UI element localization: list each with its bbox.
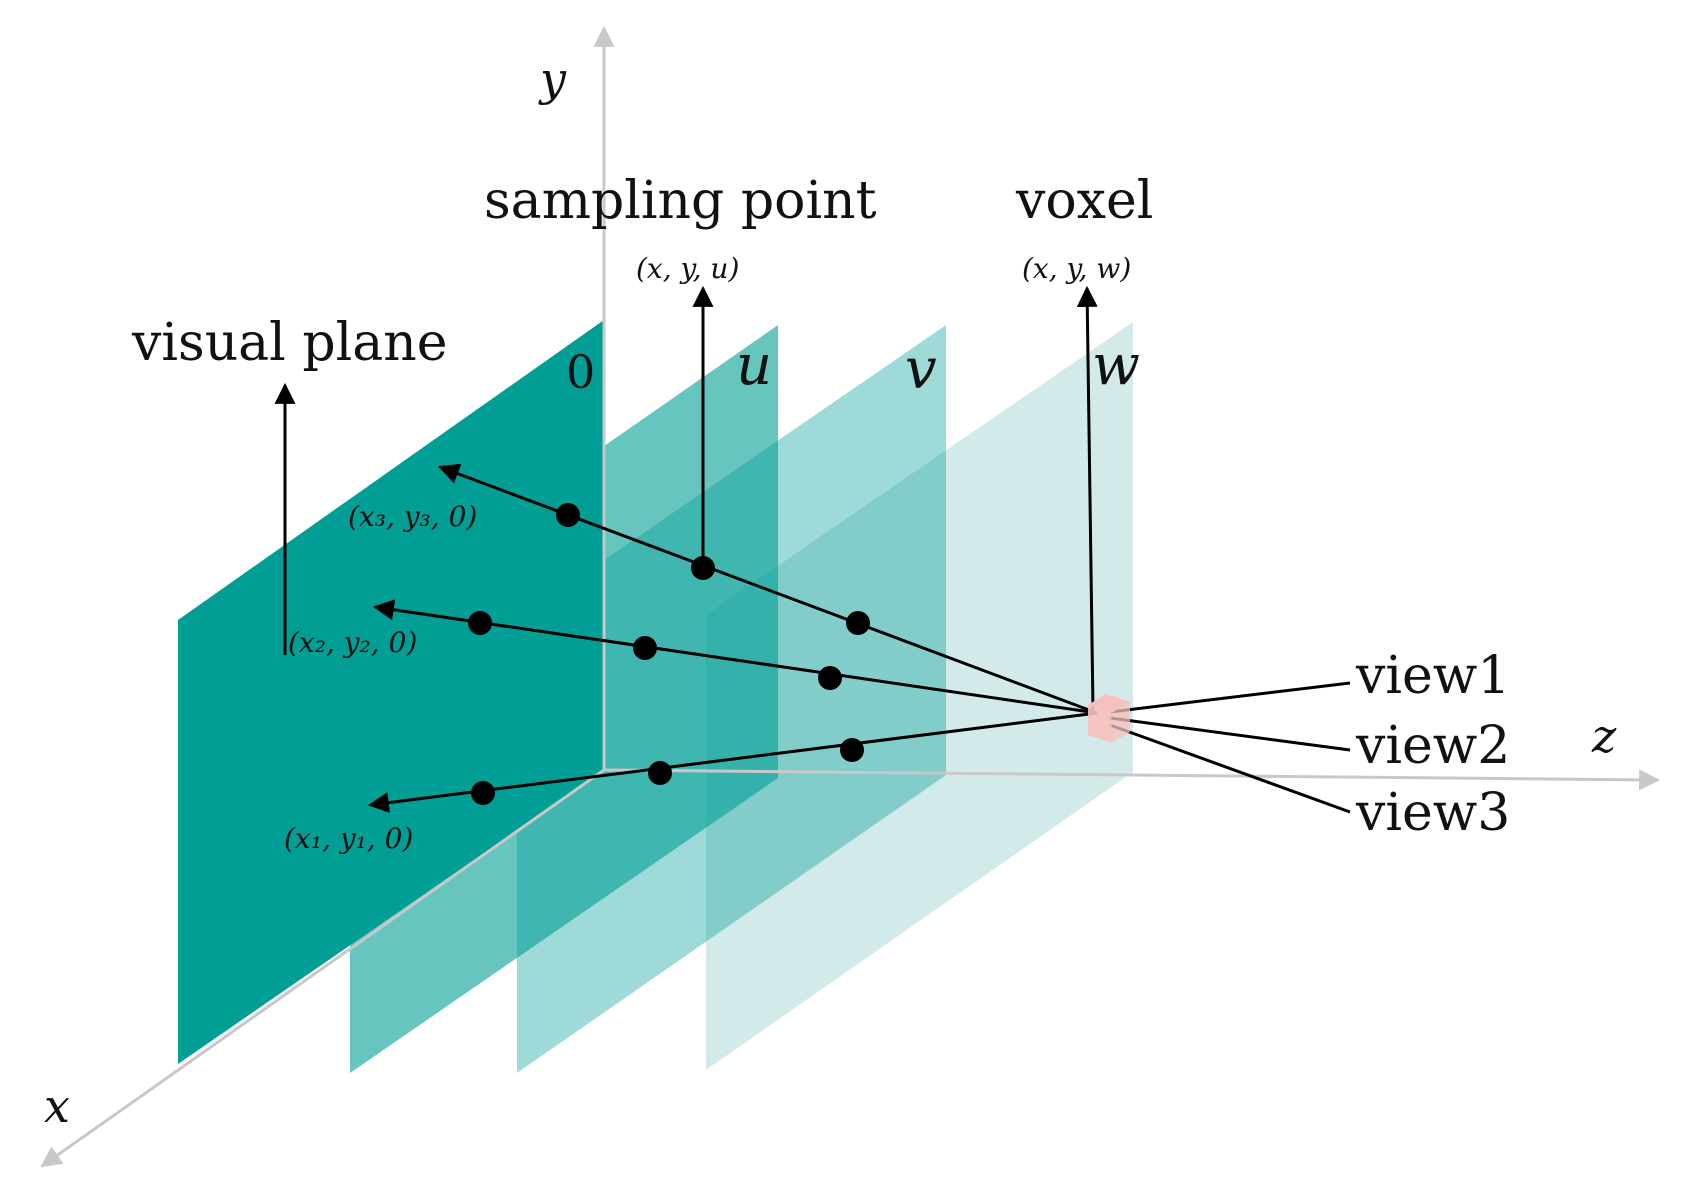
plane-label-0: 0 <box>566 345 595 399</box>
x-axis-label: x <box>44 1079 70 1133</box>
plane-label-u: u <box>736 333 772 398</box>
ray-2 <box>372 599 1098 715</box>
y-axis-label: y <box>538 52 567 106</box>
sampling-point-coord: (x, y, u) <box>636 252 739 285</box>
view2-label: view2 <box>1355 716 1510 776</box>
sample-dot <box>846 611 870 635</box>
voxel-front-face <box>1088 705 1112 743</box>
x-axis <box>40 768 605 1168</box>
voxel-arrow <box>1076 285 1098 711</box>
sampling-point-title: sampling point <box>484 171 877 231</box>
z-axis-label: z <box>1591 709 1617 763</box>
ray-3 <box>438 463 1098 715</box>
visual-plane-title: visual plane <box>131 313 448 373</box>
view1-label: view1 <box>1355 646 1510 706</box>
view1-line <box>1109 681 1351 714</box>
point-3-label: (x₃, y₃, 0) <box>348 500 477 533</box>
sample-dot <box>691 556 715 580</box>
voxel-cube <box>1088 694 1130 743</box>
plane-label-w: w <box>1092 333 1140 398</box>
sample-dot <box>468 611 492 635</box>
plane-0 <box>178 320 604 1064</box>
voxel-title: voxel <box>1015 171 1153 231</box>
view3-label: view3 <box>1355 783 1510 843</box>
sample-dot <box>556 503 580 527</box>
voxel-top-face <box>1088 694 1130 713</box>
point-2-label: (x₂, y₂, 0) <box>288 626 417 659</box>
point-1-label: (x₁, y₁, 0) <box>284 822 413 855</box>
view3-line <box>1109 723 1351 814</box>
view2-line <box>1109 716 1351 752</box>
voxel-side-face <box>1112 702 1130 743</box>
sample-dot <box>648 761 672 785</box>
sample-dot <box>633 636 657 660</box>
voxel-coord: (x, y, w) <box>1022 252 1131 285</box>
plane-w <box>706 322 1133 1070</box>
sample-dot <box>840 738 864 762</box>
z-axis <box>603 768 1661 791</box>
sample-dot <box>818 666 842 690</box>
sample-dot <box>471 781 495 805</box>
plane-label-v: v <box>905 337 937 402</box>
